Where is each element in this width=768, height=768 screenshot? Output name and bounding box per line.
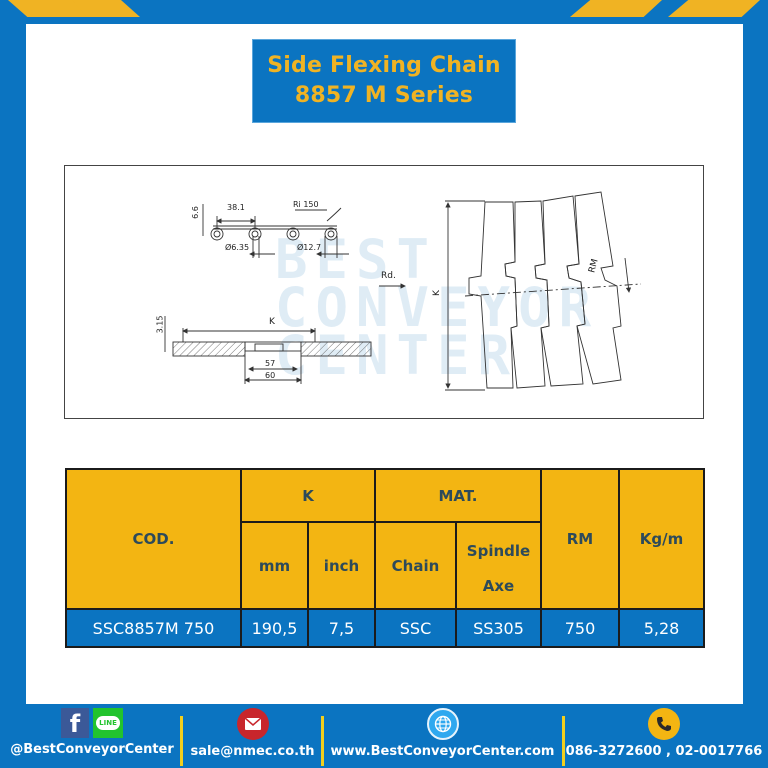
header-rm: RM — [540, 468, 620, 610]
spec-table: COD. K MAT. RM Kg/m mm inch Chain Spindl… — [65, 468, 705, 648]
phone-numbers[interactable]: 086-3272600 , 02-0017766 — [565, 744, 763, 759]
social-handle[interactable]: @BestConveyorCenter — [10, 742, 174, 757]
header-spindle-axe: Spindle Axe — [455, 521, 542, 610]
header-kgm: Kg/m — [618, 468, 705, 610]
header-mat: MAT. — [374, 468, 542, 523]
dim-57: 57 — [265, 359, 276, 368]
dim-k-plan: K — [431, 290, 442, 296]
dim-60: 60 — [265, 371, 276, 380]
cell-rm: 750 — [540, 608, 620, 648]
header-chain: Chain — [374, 521, 457, 610]
header-inch: inch — [307, 521, 376, 610]
drawing-svg — [164, 191, 642, 391]
footer: f LINE @BestConveyorCenter sale@nmec.co.… — [0, 704, 768, 768]
dim-k-section: K — [269, 317, 275, 327]
footer-social[interactable]: f LINE @BestConveyorCenter — [10, 708, 174, 757]
divider — [180, 716, 183, 766]
cell-mm: 190,5 — [240, 608, 309, 648]
dim-pin-diameter: Ø6.35 — [225, 243, 250, 252]
page-title: Side Flexing Chain 8857 M Series — [252, 39, 516, 123]
dim-6-6: 6.6 — [190, 206, 200, 219]
email-address[interactable]: sale@nmec.co.th — [190, 744, 315, 759]
decor-stripe — [668, 0, 760, 17]
dim-ri-150: Ri 150 — [293, 200, 319, 209]
email-icon[interactable] — [236, 708, 269, 740]
decor-stripe — [72, 0, 140, 17]
title-line-2: 8857 M Series — [294, 83, 474, 108]
dim-barrel-diameter: Ø12.7 — [297, 243, 322, 252]
technical-drawing: BEST CONVEYOR CENTER — [64, 165, 704, 419]
cell-chain: SSC — [374, 608, 457, 648]
globe-icon[interactable] — [426, 708, 459, 740]
line-icon[interactable]: LINE — [93, 708, 123, 738]
cell-spindle: SS305 — [455, 608, 542, 648]
table-row: SSC8857M 750 190,5 7,5 SSC SS305 750 5,2… — [65, 608, 705, 648]
website-url[interactable]: www.BestConveyorCenter.com — [330, 744, 555, 759]
header-cod: COD. — [65, 468, 242, 610]
direction-label: Rd. — [381, 271, 396, 281]
header-k: K — [240, 468, 376, 523]
footer-website[interactable]: www.BestConveyorCenter.com — [330, 708, 555, 759]
dim-38-1: 38.1 — [227, 203, 245, 212]
decor-stripe — [8, 0, 96, 17]
phone-icon[interactable] — [648, 708, 680, 740]
title-line-1: Side Flexing Chain — [267, 53, 501, 78]
divider — [321, 716, 324, 766]
cell-kgm: 5,28 — [618, 608, 705, 648]
divider — [562, 716, 565, 766]
decor-stripe — [570, 0, 662, 17]
header-mm: mm — [240, 521, 309, 610]
footer-email[interactable]: sale@nmec.co.th — [190, 708, 315, 759]
cell-inch: 7,5 — [307, 608, 376, 648]
dim-3-15: 3.15 — [155, 315, 165, 334]
footer-phone[interactable]: 086-3272600 , 02-0017766 — [566, 708, 762, 759]
facebook-icon[interactable]: f — [61, 708, 89, 738]
cell-cod: SSC8857M 750 — [65, 608, 242, 648]
